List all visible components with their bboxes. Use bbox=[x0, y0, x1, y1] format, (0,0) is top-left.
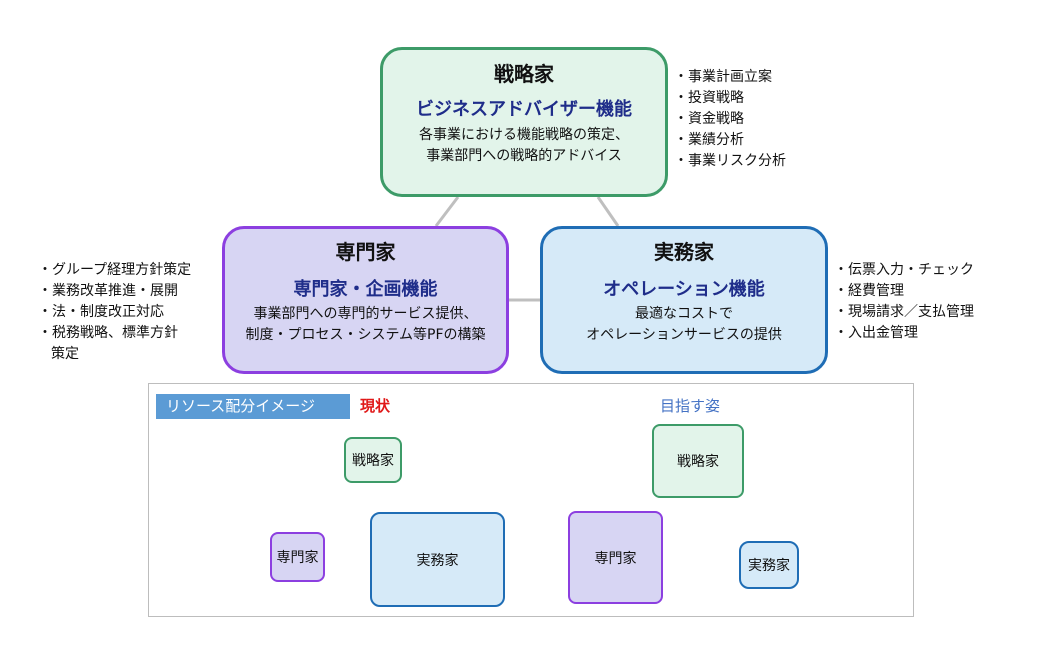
current-specialist-label: 専門家 bbox=[276, 550, 319, 566]
strategist-bullet-item: ・資金戦略 bbox=[674, 111, 744, 127]
strategist-title: 戦略家 bbox=[494, 62, 554, 86]
current-strategist-label: 戦略家 bbox=[352, 453, 394, 469]
specialist-title: 専門家 bbox=[335, 240, 396, 264]
current-operations-label: 実務家 bbox=[416, 552, 459, 569]
operations-title: 実務家 bbox=[654, 240, 714, 264]
strategist-desc-line1: 各事業における機能戦略の策定、 bbox=[419, 127, 629, 143]
current-strategist-box: 戦略家 bbox=[344, 437, 402, 483]
operations-bullet-item: ・伝票入力・チェック bbox=[834, 262, 974, 278]
specialist-box: 専門家 専門家・企画機能 事業部門への専門的サービス提供、 制度・プロセス・シス… bbox=[222, 226, 509, 374]
target-state-label: 目指す姿 bbox=[660, 397, 721, 415]
operations-box: 実務家 オペレーション機能 最適なコストで オペレーションサービスの提供 bbox=[540, 226, 828, 374]
target-operations-label: 実務家 bbox=[748, 558, 790, 574]
operations-function: オペレーション機能 bbox=[603, 279, 765, 300]
strategist-bullet-item: ・事業計画立案 bbox=[674, 69, 772, 85]
current-state-label: 現状 bbox=[360, 397, 391, 415]
target-strategist-label: 戦略家 bbox=[677, 454, 719, 470]
operations-bullet-item: ・入出金管理 bbox=[834, 325, 918, 341]
strategist-bullet-item: ・事業リスク分析 bbox=[674, 153, 786, 169]
target-strategist-box: 戦略家 bbox=[652, 424, 744, 498]
target-specialist-label: 専門家 bbox=[594, 550, 637, 567]
connector-strategist-specialist bbox=[434, 196, 460, 227]
resource-allocation-tag: リソース配分イメージ bbox=[156, 394, 350, 419]
strategist-bullet-item: ・業績分析 bbox=[674, 132, 744, 148]
target-specialist-box: 専門家 bbox=[568, 511, 663, 604]
specialist-bullet-list: ・グループ経理方針策定 ・業務改革推進・展開 ・法・制度改正対応 ・税務戦略、標… bbox=[38, 260, 191, 365]
specialist-bullet-item-continuation: 策定 bbox=[51, 346, 79, 362]
strategist-function: ビジネスアドバイザー機能 bbox=[416, 99, 632, 120]
target-operations-box: 実務家 bbox=[739, 541, 799, 589]
current-specialist-box: 専門家 bbox=[270, 532, 325, 582]
strategist-bullet-list: ・事業計画立案 ・投資戦略 ・資金戦略 ・業績分析 ・事業リスク分析 bbox=[674, 67, 786, 172]
current-operations-box: 実務家 bbox=[370, 512, 505, 607]
specialist-bullet-item: ・グループ経理方針策定 bbox=[38, 262, 192, 278]
operations-desc-line2: オペレーションサービスの提供 bbox=[586, 327, 782, 343]
specialist-bullet-item: ・法・制度改正対応 bbox=[38, 304, 164, 320]
operations-desc-line1: 最適なコストで bbox=[635, 306, 733, 322]
operations-bullet-item: ・経費管理 bbox=[834, 283, 904, 299]
specialist-desc-line1: 事業部門への専門的サービス提供、 bbox=[253, 306, 478, 322]
operations-bullet-list: ・伝票入力・チェック ・経費管理 ・現場請求／支払管理 ・入出金管理 bbox=[834, 260, 974, 344]
strategist-bullet-item: ・投資戦略 bbox=[674, 90, 744, 106]
strategist-desc-line2: 事業部門への戦略的アドバイス bbox=[426, 148, 622, 164]
specialist-desc-line2: 制度・プロセス・システム等PFの構築 bbox=[245, 327, 486, 343]
operations-bullet-item: ・現場請求／支払管理 bbox=[834, 304, 974, 320]
connector-strategist-operations bbox=[596, 196, 620, 227]
specialist-bullet-item: ・業務改革推進・展開 bbox=[38, 283, 178, 299]
specialist-bullet-item: ・税務戦略、標準方針 bbox=[38, 325, 178, 341]
strategist-box: 戦略家 ビジネスアドバイザー機能 各事業における機能戦略の策定、 事業部門への戦… bbox=[380, 47, 668, 197]
specialist-function: 専門家・企画機能 bbox=[293, 279, 438, 300]
